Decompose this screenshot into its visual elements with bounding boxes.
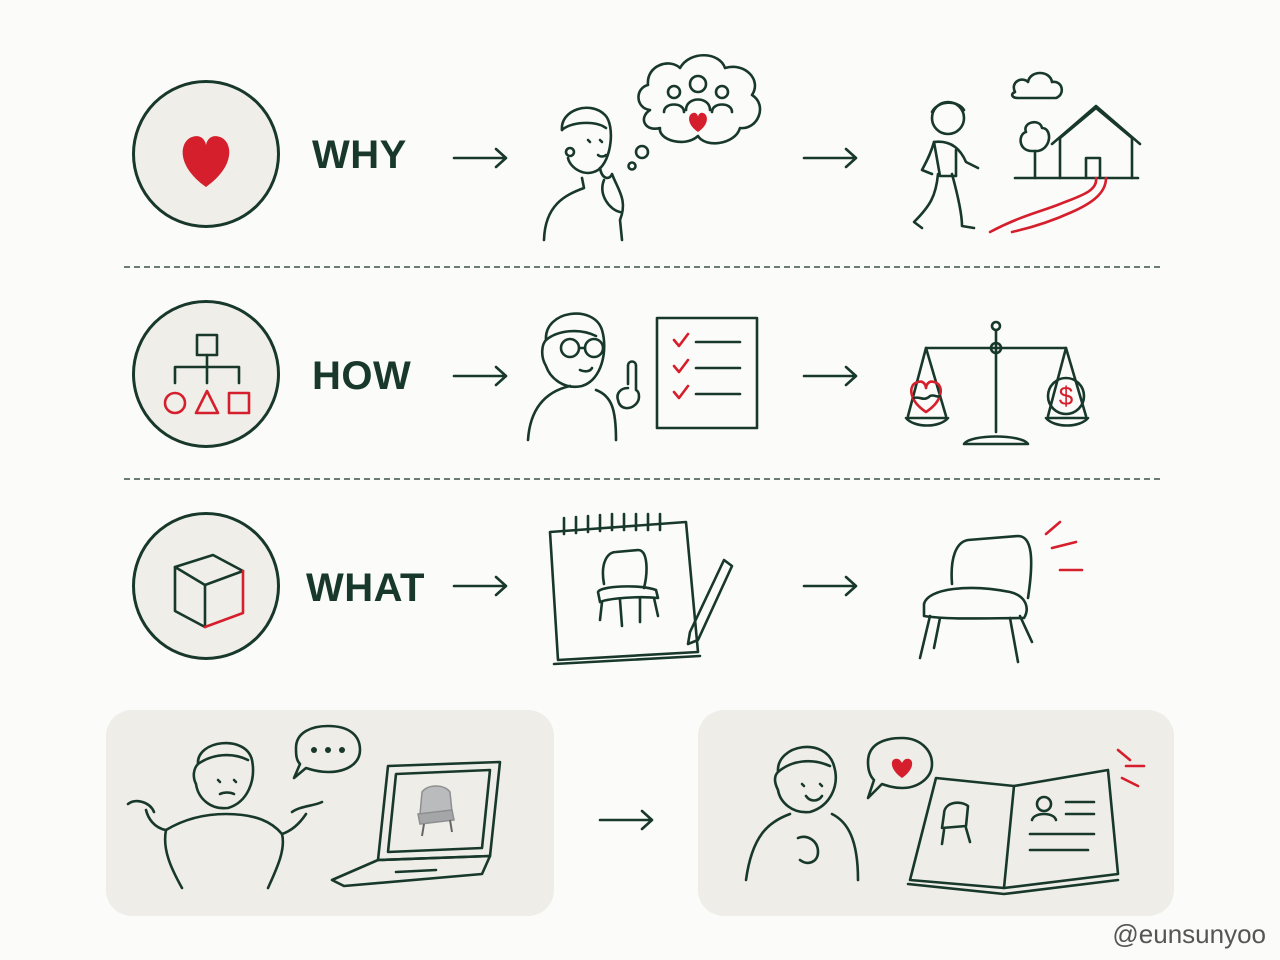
cube-icon [173, 553, 245, 629]
armchair-illustration [910, 518, 1090, 673]
balance-scale-illustration: $ [900, 316, 1100, 455]
how-icon-circle [132, 300, 280, 448]
planning-person-illustration [524, 300, 764, 455]
what-label: WHAT [306, 566, 425, 610]
sketchbook-illustration [540, 512, 750, 673]
confused-person-laptop-illustration [126, 724, 502, 890]
what-icon-circle [132, 512, 280, 660]
divider-1 [124, 266, 1160, 268]
why-label: WHY [312, 133, 407, 177]
why-arrow-1 [452, 146, 510, 175]
how-label: HOW [312, 354, 412, 398]
what-arrow-2 [802, 574, 860, 603]
walking-home-illustration [900, 66, 1150, 246]
heart-icon [182, 136, 230, 187]
how-arrow-1 [452, 364, 510, 393]
hierarchy-icon [163, 333, 251, 415]
divider-2 [124, 478, 1160, 480]
panel-confused [106, 710, 554, 916]
why-icon-circle [132, 80, 280, 228]
watermark: @eunsunyoo [1112, 919, 1266, 949]
how-arrow-2 [802, 364, 860, 393]
svg-text:$: $ [1059, 381, 1074, 411]
thinking-person-illustration [540, 40, 770, 250]
what-arrow-1 [452, 574, 510, 603]
bottom-arrow [598, 808, 656, 837]
happy-person-catalog-illustration [744, 736, 1146, 896]
panel-happy [698, 710, 1174, 916]
why-arrow-2 [802, 146, 860, 175]
